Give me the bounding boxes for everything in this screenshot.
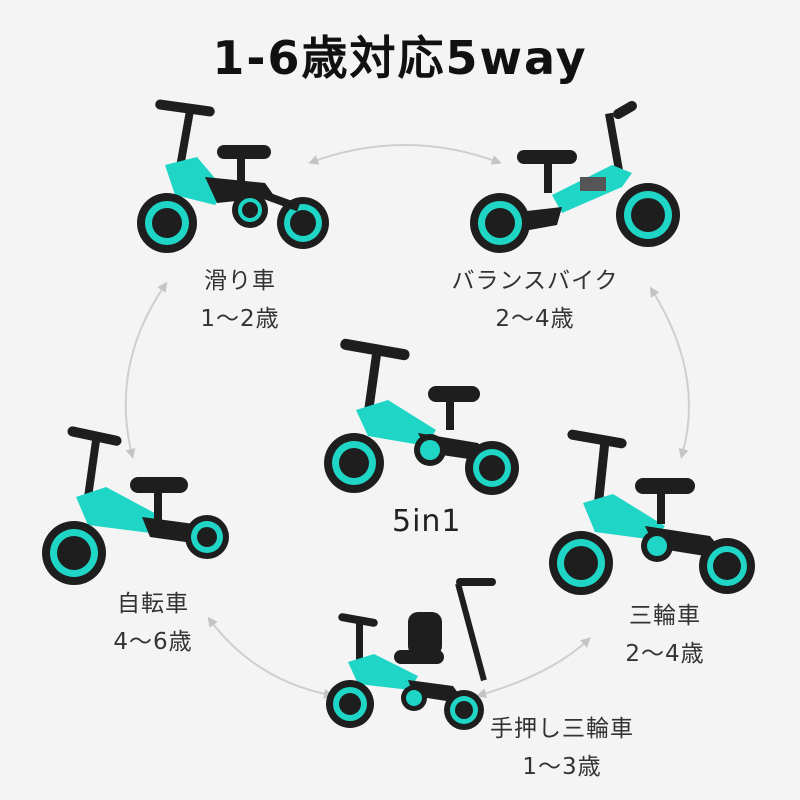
arrow-left xyxy=(124,281,168,459)
mode-age: 2～4歳 xyxy=(625,641,705,667)
mode-name: 手押し三輪車 xyxy=(490,716,634,742)
arrow-bottom-left xyxy=(207,616,334,699)
arrow-top xyxy=(308,144,502,165)
page-title: 1-6歳対応5way xyxy=(212,31,588,85)
mode-age: 2～4歳 xyxy=(495,306,575,332)
tricycle-image xyxy=(549,429,755,595)
mode-age: 1～3歳 xyxy=(522,754,602,780)
center-5in1-label: 5in1 xyxy=(392,504,462,539)
mode-name: バランスバイク xyxy=(451,268,619,294)
mode-name: 自転車 xyxy=(117,591,189,617)
mode-name: 三輪車 xyxy=(629,603,701,629)
mode-age: 1～2歳 xyxy=(200,306,280,332)
mode-label-bicycle: 自転車 4～6歳 xyxy=(78,585,228,661)
arrow-bottom-right xyxy=(476,637,591,699)
mode-name: 滑り車 xyxy=(204,268,276,294)
balance-bike-image xyxy=(470,101,680,253)
mode-label-tricycle: 三輪車 2～4歳 xyxy=(590,597,740,673)
arrow-right xyxy=(649,286,690,459)
mode-label-ride-on: 滑り車 1～2歳 xyxy=(160,262,320,338)
mode-label-push-tricycle: 手押し三輪車 1～3歳 xyxy=(462,710,662,786)
ride-on-car-image xyxy=(137,99,329,253)
mode-age: 4～6歳 xyxy=(113,629,193,655)
mode-label-balance-bike: バランスバイク 2～4歳 xyxy=(425,262,645,338)
push-tricycle-image xyxy=(326,578,496,730)
bicycle-image xyxy=(42,426,229,585)
main-5in1-bike-image xyxy=(324,338,519,495)
